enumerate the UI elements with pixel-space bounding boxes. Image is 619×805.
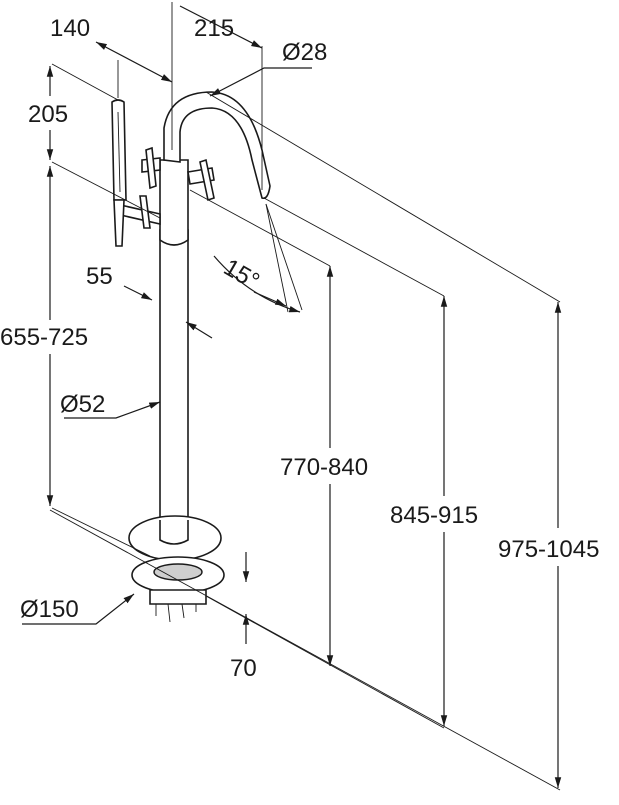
extension-lines <box>49 2 561 791</box>
faucet-body <box>111 91 271 623</box>
dim-140: 140 <box>50 15 90 42</box>
dim-975-1045: 975-1045 <box>498 536 599 563</box>
hand-shower-handle <box>113 199 125 247</box>
pillar <box>159 229 189 531</box>
dim-655-725: 655-725 <box>0 324 88 351</box>
floor-fixing <box>149 589 207 605</box>
dim-770-840: 770-840 <box>280 454 368 481</box>
dim-55: 55 <box>86 263 113 290</box>
dim-15-degree: 15° <box>219 254 264 296</box>
holder-cross <box>139 195 151 229</box>
dim-diameter-28: Ø28 <box>282 39 327 66</box>
dim-845-915: 845-915 <box>390 502 478 529</box>
dim-70: 70 <box>230 655 257 682</box>
dim-diameter-52: Ø52 <box>60 391 105 418</box>
left-handle-cross <box>145 146 157 190</box>
right-handle-cross <box>199 158 215 202</box>
dim-205: 205 <box>28 101 68 128</box>
dim-215: 215 <box>194 15 234 42</box>
dimension-labels: 140 215 Ø28 205 15° 55 655-725 Ø52 770-8… <box>0 15 599 682</box>
dimension-lines <box>22 5 562 788</box>
spout <box>163 91 271 200</box>
mixer-body <box>159 159 189 246</box>
dim-diameter-150: Ø150 <box>20 596 79 623</box>
